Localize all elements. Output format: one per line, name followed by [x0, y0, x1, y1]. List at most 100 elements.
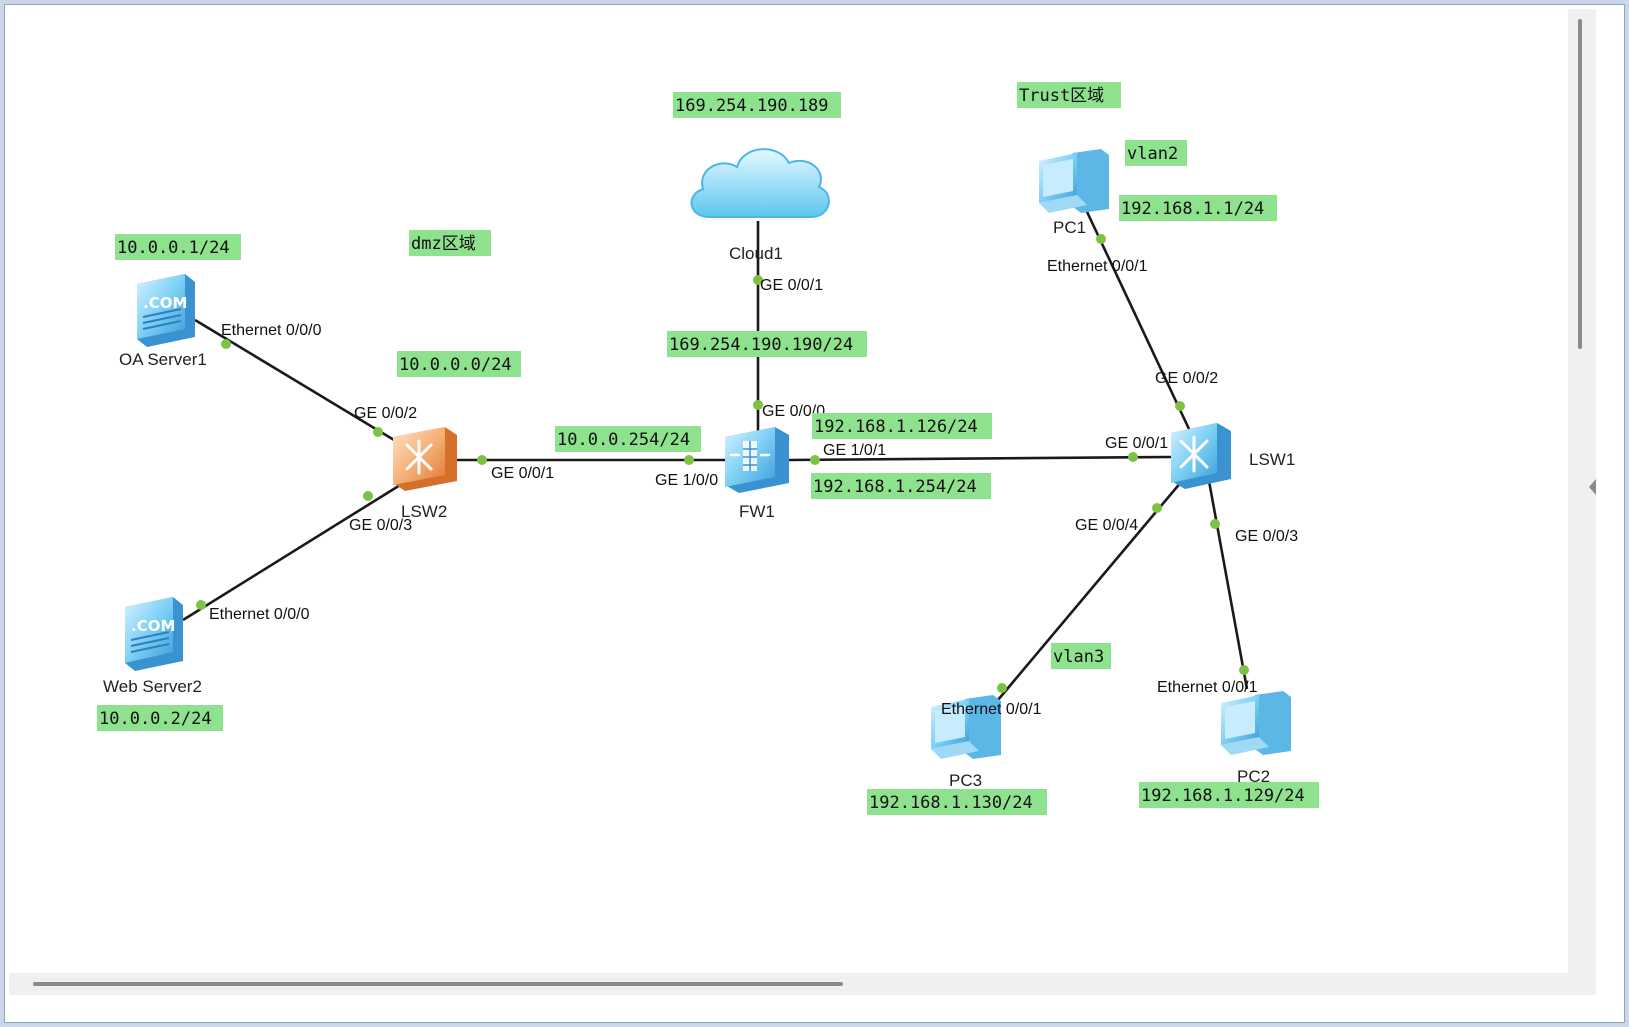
- note-pc3-ip[interactable]: 192.168.1.130/24: [867, 789, 1047, 815]
- web-server2[interactable]: .COM Web Server2: [103, 597, 202, 696]
- topology-canvas[interactable]: .COM OA Server1 .COM Web Server2: [9, 9, 1596, 995]
- device-label: LSW2: [401, 502, 447, 521]
- port-label: GE 1/0/0: [655, 472, 718, 489]
- port-dot: [373, 427, 383, 437]
- svg-text:192.168.1.1/24: 192.168.1.1/24: [1121, 199, 1264, 219]
- svg-text:192.168.1.129/24: 192.168.1.129/24: [1141, 786, 1305, 806]
- cloud-icon: [690, 148, 830, 218]
- server-icon: .COM: [125, 597, 183, 671]
- link-web-lsw2: [182, 480, 406, 622]
- note-cloud-ip[interactable]: 169.254.190.189: [673, 92, 841, 118]
- svg-text:192.168.1.254/24: 192.168.1.254/24: [813, 477, 977, 497]
- port-dot: [221, 339, 231, 349]
- lsw2-switch[interactable]: LSW2: [393, 427, 457, 521]
- port-label: Ethernet 0/0/1: [1157, 679, 1258, 696]
- svg-text:.COM: .COM: [143, 294, 187, 312]
- port-dot: [1239, 665, 1249, 675]
- horizontal-scroll-thumb[interactable]: [33, 982, 843, 986]
- svg-text:vlan3: vlan3: [1053, 647, 1104, 667]
- port-dot: [477, 455, 487, 465]
- device-label: Cloud1: [729, 244, 783, 263]
- server-icon: .COM: [137, 274, 195, 347]
- vertical-scrollbar[interactable]: [1568, 9, 1596, 995]
- device-label: FW1: [739, 502, 775, 521]
- device-label: PC3: [949, 771, 982, 790]
- svg-text:10.0.0.2/24: 10.0.0.2/24: [99, 709, 212, 729]
- port-label: GE 0/0/1: [491, 465, 554, 482]
- link-pc1-lsw1: [1079, 198, 1191, 430]
- port-dot: [363, 491, 373, 501]
- pc-icon: [1039, 149, 1109, 213]
- note-fw-g000-ip[interactable]: 169.254.190.190/24: [667, 331, 867, 357]
- port-label: GE 0/0/1: [760, 277, 823, 294]
- svg-text:.COM: .COM: [131, 617, 175, 635]
- note-fw-g101-ip2[interactable]: 192.168.1.254/24: [811, 473, 991, 499]
- collapse-arrow-icon[interactable]: [1589, 479, 1596, 495]
- switch-icon: [393, 427, 457, 491]
- fw1-firewall[interactable]: FW1: [725, 427, 789, 521]
- port-label: Ethernet 0/0/1: [941, 701, 1042, 718]
- note-dmz-net[interactable]: 10.0.0.0/24: [397, 351, 521, 377]
- vertical-scroll-thumb[interactable]: [1578, 19, 1582, 349]
- svg-text:169.254.190.190/24: 169.254.190.190/24: [669, 335, 853, 355]
- link-fw1-lsw1: [786, 455, 1172, 462]
- device-label: LSW1: [1249, 450, 1295, 469]
- note-fw-g101-ip[interactable]: 192.168.1.126/24: [812, 413, 992, 439]
- pc-icon: [1221, 691, 1291, 755]
- port-label: Ethernet 0/0/0: [221, 322, 322, 339]
- port-dot: [196, 600, 206, 610]
- firewall-icon: [725, 427, 789, 493]
- note-vlan3[interactable]: vlan3: [1051, 643, 1111, 669]
- port-label: GE 0/0/0: [762, 403, 825, 420]
- svg-text:Trust区域: Trust区域: [1019, 86, 1104, 106]
- device-label: PC1: [1053, 218, 1086, 237]
- device-label: PC2: [1237, 767, 1270, 786]
- link-lsw1-pc3: [986, 474, 1188, 714]
- switch-icon: [1171, 423, 1231, 489]
- note-vlan2[interactable]: vlan2: [1125, 140, 1187, 166]
- port-label: GE 0/0/2: [1155, 370, 1218, 387]
- port-label: GE 0/0/3: [349, 517, 412, 534]
- port-label: GE 0/0/4: [1075, 517, 1138, 534]
- note-trust-zone[interactable]: Trust区域: [1017, 82, 1121, 108]
- pc-icon: [931, 695, 1001, 759]
- port-dot: [1128, 452, 1138, 462]
- svg-text:10.0.0.254/24: 10.0.0.254/24: [557, 430, 690, 450]
- svg-text:dmz区域: dmz区域: [411, 234, 476, 254]
- cloud1[interactable]: Cloud1: [690, 148, 830, 263]
- note-web-ip[interactable]: 10.0.0.2/24: [97, 705, 223, 731]
- port-dot: [1152, 503, 1162, 513]
- svg-text:10.0.0.0/24: 10.0.0.0/24: [399, 355, 512, 375]
- port-label: Ethernet 0/0/1: [1047, 258, 1148, 275]
- pc1[interactable]: PC1: [1039, 149, 1109, 237]
- port-label: GE 0/0/3: [1235, 528, 1298, 545]
- port-label: GE 0/0/1: [1105, 435, 1168, 452]
- device-label: OA Server1: [119, 350, 207, 369]
- pc3[interactable]: PC3: [931, 695, 1001, 790]
- port-dot: [753, 400, 763, 410]
- port-dot: [1210, 519, 1220, 529]
- port-dot: [1096, 234, 1106, 244]
- port-dot: [997, 683, 1007, 693]
- svg-text:192.168.1.130/24: 192.168.1.130/24: [869, 793, 1033, 813]
- port-dot: [810, 455, 820, 465]
- svg-text:vlan2: vlan2: [1127, 144, 1178, 164]
- note-pc1-ip[interactable]: 192.168.1.1/24: [1119, 195, 1277, 221]
- note-pc2-ip[interactable]: 192.168.1.129/24: [1139, 782, 1319, 808]
- svg-text:10.0.0.1/24: 10.0.0.1/24: [117, 238, 230, 258]
- lsw1-switch[interactable]: LSW1: [1171, 423, 1295, 489]
- oa-server1[interactable]: .COM OA Server1: [119, 274, 207, 369]
- port-label: GE 0/0/2: [354, 405, 417, 422]
- link-lsw1-pc2: [1207, 480, 1249, 690]
- horizontal-scrollbar[interactable]: [9, 973, 1596, 995]
- note-oa-ip[interactable]: 10.0.0.1/24: [115, 234, 241, 260]
- port-label: Ethernet 0/0/0: [209, 606, 310, 623]
- link-oa-lsw2: [194, 318, 410, 451]
- port-dot: [684, 455, 694, 465]
- topology-diagram: .COM OA Server1 .COM Web Server2: [97, 82, 1319, 815]
- device-label: Web Server2: [103, 677, 202, 696]
- note-dmz-zone[interactable]: dmz区域: [409, 230, 491, 256]
- pc2[interactable]: PC2: [1221, 691, 1291, 786]
- note-fw-g100-ip[interactable]: 10.0.0.254/24: [555, 426, 701, 452]
- svg-text:169.254.190.189: 169.254.190.189: [675, 96, 829, 116]
